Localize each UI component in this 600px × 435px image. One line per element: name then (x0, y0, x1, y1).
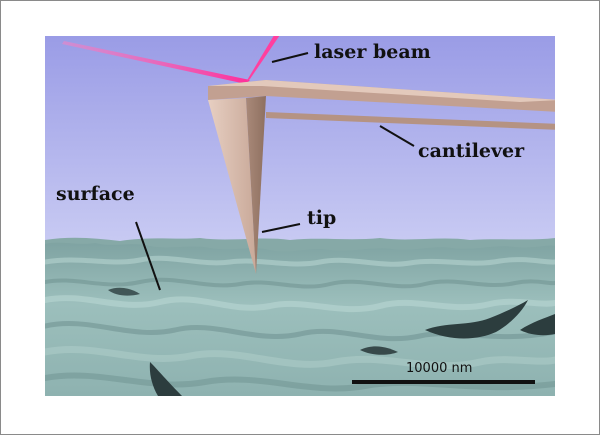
label-laser-beam: laser beam (314, 41, 431, 63)
scale-bar-label: 10000 nm (406, 361, 473, 376)
tip-shadow-face (246, 96, 266, 274)
laser-beam-icon (62, 41, 250, 84)
cantilever-top (208, 80, 555, 102)
label-cantilever: cantilever (418, 140, 525, 162)
surface-crevices (108, 287, 555, 396)
label-tip: tip (307, 207, 337, 229)
surface-ridges (45, 255, 555, 392)
label-surface: surface (56, 183, 135, 205)
cantilever-arm-lower (266, 112, 555, 130)
leader-lines (135, 52, 415, 291)
laser-reflection (246, 36, 280, 82)
tip-icon (208, 98, 256, 274)
